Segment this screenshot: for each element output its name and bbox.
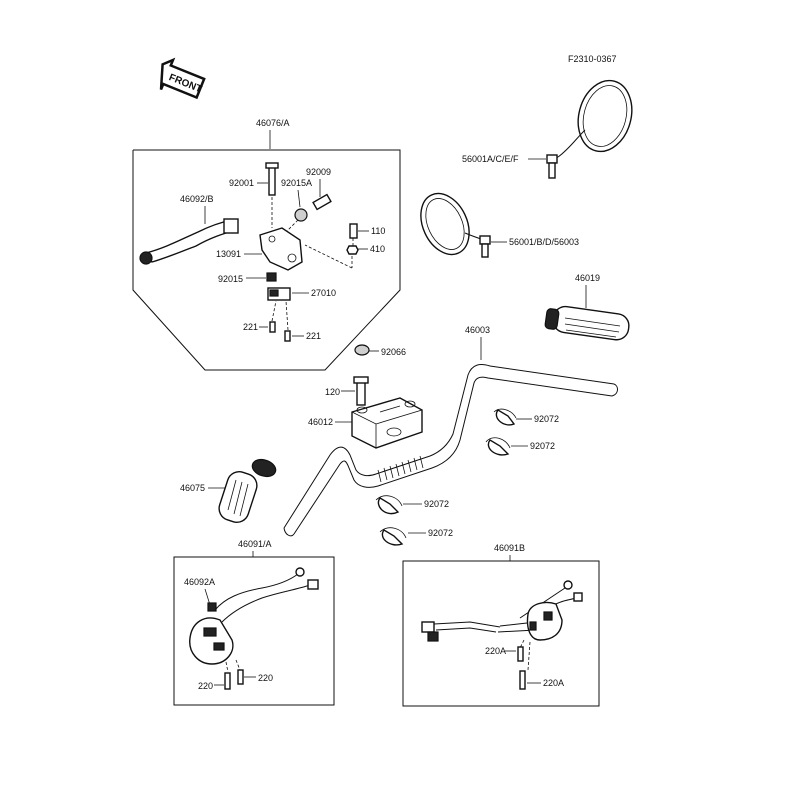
right-switch-assembly: 46091B 220A 220A bbox=[402, 543, 600, 707]
lever-assembly-group: 46076/A 92001 92015A 92009 46092/B 110 4… bbox=[132, 118, 401, 371]
callout-46091a: 46091/A bbox=[238, 539, 272, 549]
callout-56001bd: 56001/B/D/56003 bbox=[509, 237, 579, 247]
callout-46019: 46019 bbox=[575, 273, 600, 283]
callout-92072-4: 92072 bbox=[428, 528, 453, 538]
mirror-right: 56001A/C/E/F bbox=[462, 79, 633, 179]
right-switch-housing bbox=[526, 601, 563, 641]
part-screw-220a-upper bbox=[517, 646, 524, 662]
handlebar-46003: 46003 bbox=[283, 325, 618, 537]
part-bolt-120 bbox=[356, 380, 366, 406]
front-arrow-icon: FRONT bbox=[159, 57, 206, 100]
callout-120: 120 bbox=[325, 387, 340, 397]
part-cap-92066 bbox=[354, 344, 370, 356]
grip-right-46019: 46019 bbox=[544, 273, 630, 341]
callout-46076a: 46076/A bbox=[256, 118, 290, 128]
part-nut-410 bbox=[346, 245, 359, 255]
callout-92066: 92066 bbox=[381, 347, 406, 357]
callout-92072-1: 92072 bbox=[534, 414, 559, 424]
part-screw-220-a bbox=[224, 672, 231, 690]
callout-410: 410 bbox=[370, 244, 385, 254]
callout-46012: 46012 bbox=[308, 417, 333, 427]
callout-46092b: 46092/B bbox=[180, 194, 214, 204]
callout-27010: 27010 bbox=[311, 288, 336, 298]
callout-56001acef: 56001A/C/E/F bbox=[462, 154, 519, 164]
part-screw-221-left bbox=[269, 321, 276, 333]
callout-221-left: 221 bbox=[243, 322, 258, 332]
callout-92072-3: 92072 bbox=[424, 499, 449, 509]
callout-220-right: 220 bbox=[258, 673, 273, 683]
part-holder-13091 bbox=[259, 227, 303, 271]
clamp-group: 92066 120 46012 bbox=[308, 344, 423, 449]
callout-92072-2: 92072 bbox=[530, 441, 555, 451]
part-screw-110 bbox=[349, 223, 358, 239]
callout-220-left: 220 bbox=[198, 681, 213, 691]
part-bushing-92015a bbox=[294, 208, 308, 222]
left-switch-assembly: 46091/A 46092A 220 220 bbox=[173, 539, 335, 706]
callout-46092a: 46092A bbox=[184, 577, 215, 587]
callout-92009: 92009 bbox=[306, 167, 331, 177]
callout-220a-upper: 220A bbox=[485, 646, 506, 656]
part-clamp-46012 bbox=[351, 397, 423, 449]
grip-left-46075: 46075 bbox=[180, 458, 277, 523]
callout-92001: 92001 bbox=[229, 178, 254, 188]
callout-92015a: 92015A bbox=[281, 178, 312, 188]
callout-46091b: 46091B bbox=[494, 543, 525, 553]
part-nut-92015 bbox=[266, 272, 277, 282]
left-switch-frame bbox=[173, 556, 335, 706]
callout-110: 110 bbox=[371, 226, 385, 236]
cable-clamps-92072: 92072 92072 92072 92072 bbox=[375, 408, 559, 546]
part-screw-92009 bbox=[312, 193, 332, 211]
callout-46075: 46075 bbox=[180, 483, 205, 493]
callout-220a-lower: 220A bbox=[543, 678, 564, 688]
callout-221-right: 221 bbox=[306, 331, 321, 341]
part-bolt-92001 bbox=[268, 164, 276, 196]
mirror-left: 56001/B/D/56003 bbox=[420, 192, 579, 258]
callout-46003: 46003 bbox=[465, 325, 490, 335]
callout-13091: 13091 bbox=[216, 249, 241, 259]
part-screw-221-right bbox=[284, 330, 291, 342]
right-switch-frame bbox=[402, 560, 600, 707]
callout-92015: 92015 bbox=[218, 274, 243, 284]
lever-assembly-frame bbox=[132, 149, 401, 371]
part-screw-220-b bbox=[237, 669, 244, 685]
left-switch-housing bbox=[189, 617, 234, 665]
diagram-ref-code: F2310-0367 bbox=[568, 54, 617, 64]
part-screw-220a-lower bbox=[519, 670, 526, 690]
